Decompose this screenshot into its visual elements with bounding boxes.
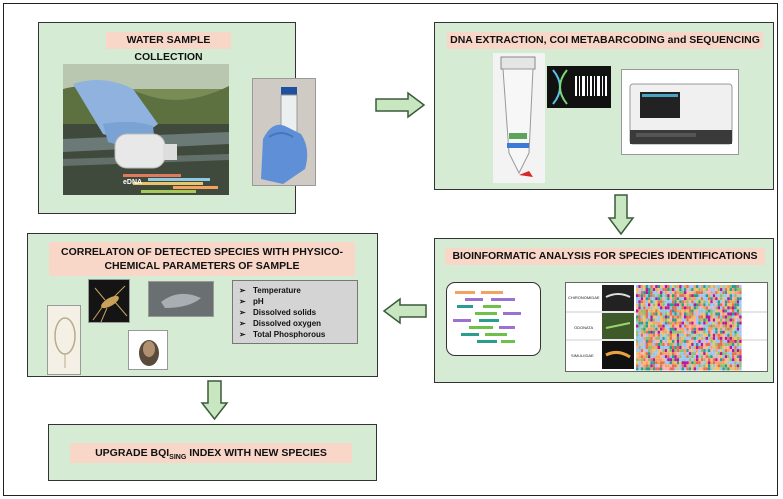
sequence-reads-panel [446, 282, 541, 356]
param-total-phosphorous: ➢ Total Phosphorous [239, 329, 351, 340]
physicochemical-parameters-list: ➢ Temperature ➢ pH ➢ Dissolved solids ➢ Diss… [232, 280, 358, 344]
mosquito-illustration [92, 285, 128, 322]
edna-label: eDNA [123, 179, 143, 186]
upgrade-index-title: UPGRADE BQISING INDEX WITH NEW SPECIES [70, 443, 352, 463]
param-label: Dissolved oxygen [253, 319, 322, 328]
correlation-box: CORRELATON OF DETECTED SPECIES WITH PHYS… [27, 233, 378, 377]
param-ph: ➢ pH [239, 296, 351, 307]
alignment-grid [566, 285, 767, 371]
bullet-icon: ➢ [239, 308, 246, 317]
sample-tube-photo [252, 78, 316, 186]
taxon-label-simuliidae: SIMULIIDAE [571, 353, 594, 358]
bioinformatic-analysis-title: BIOINFORMATIC ANALYSIS FOR SPECIES IDENT… [445, 248, 765, 265]
correlation-title-line2: CHEMICAL PARAMETERS OF SAMPLE [104, 260, 300, 272]
correlation-title: CORRELATON OF DETECTED SPECIES WITH PHYS… [49, 242, 355, 276]
mosquito-photo [88, 279, 130, 323]
sequencer-photo [621, 69, 739, 155]
upgrade-title-subscript: SING [169, 454, 187, 462]
param-label: Total Phosphorous [253, 330, 326, 339]
extraction-tube-photo [493, 53, 545, 183]
water-sample-collection-title: WATER SAMPLE COLLECTION [106, 32, 231, 63]
rotifer-illustration [54, 317, 76, 368]
param-dissolved-solids: ➢ Dissolved solids [239, 307, 351, 318]
dna-extraction-box: DNA EXTRACTION, COI METABARCODING and SE… [434, 22, 774, 190]
dna-helix-barcode-icon [552, 69, 607, 105]
figure-frame [3, 3, 778, 496]
param-label: Dissolved solids [253, 308, 317, 317]
taxon-label-odonata: ODONATA [574, 325, 594, 330]
bullet-icon: ➢ [239, 297, 246, 306]
river-sampling-photo: eDNA [63, 64, 229, 195]
sequencing-machine-illustration [629, 83, 733, 145]
param-dissolved-oxygen: ➢ Dissolved oxygen [239, 318, 351, 329]
sequence-reads-icon [453, 291, 521, 343]
bullet-icon: ➢ [239, 286, 246, 295]
shrimp-photo [148, 281, 214, 317]
river-sampling-illustration [63, 64, 229, 195]
upgrade-index-box: UPGRADE BQISING INDEX WITH NEW SPECIES [48, 424, 377, 481]
dna-barcode-image [547, 66, 611, 108]
rotifer-photo [47, 305, 81, 375]
param-temperature: ➢ Temperature [239, 285, 351, 296]
water-sample-collection-box: WATER SAMPLE COLLECTION eDNA [38, 22, 316, 214]
centrifuge-tube-illustration [500, 56, 536, 177]
correlation-title-line1: CORRELATON OF DETECTED SPECIES WITH PHYS… [61, 246, 343, 258]
shrimp-illustration [161, 293, 201, 308]
param-label: Temperature [253, 286, 301, 295]
species-alignment-table: CHIRONOMIDAE ODONATA SIMULIIDAE [565, 282, 768, 372]
dna-extraction-title: DNA EXTRACTION, COI METABARCODING and SE… [447, 32, 763, 49]
bullet-icon: ➢ [239, 319, 246, 328]
bioinformatic-analysis-box: BIOINFORMATIC ANALYSIS FOR SPECIES IDENT… [434, 238, 774, 383]
daphnia-illustration [139, 340, 159, 366]
param-label: pH [253, 297, 264, 306]
daphnia-photo [128, 330, 168, 370]
upgrade-title-pre: UPGRADE BQI [95, 447, 170, 459]
upgrade-title-post: INDEX WITH NEW SPECIES [186, 447, 327, 459]
bullet-icon: ➢ [239, 330, 246, 339]
taxon-label-chironomidae: CHIRONOMIDAE [568, 295, 600, 300]
tube-in-hand-illustration [253, 79, 315, 185]
